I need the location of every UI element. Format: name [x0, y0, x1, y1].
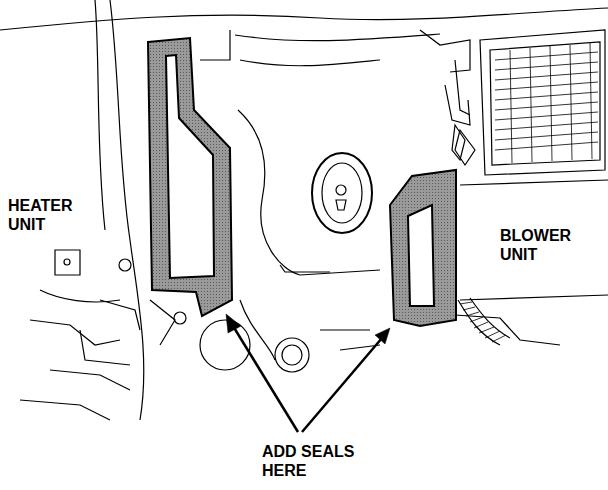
blower-unit-label: BLOWER UNIT	[500, 226, 580, 264]
seal-callout-label: ADD SEALS HERE	[262, 442, 362, 480]
heater-unit-label: HEATER UNIT	[8, 196, 80, 234]
